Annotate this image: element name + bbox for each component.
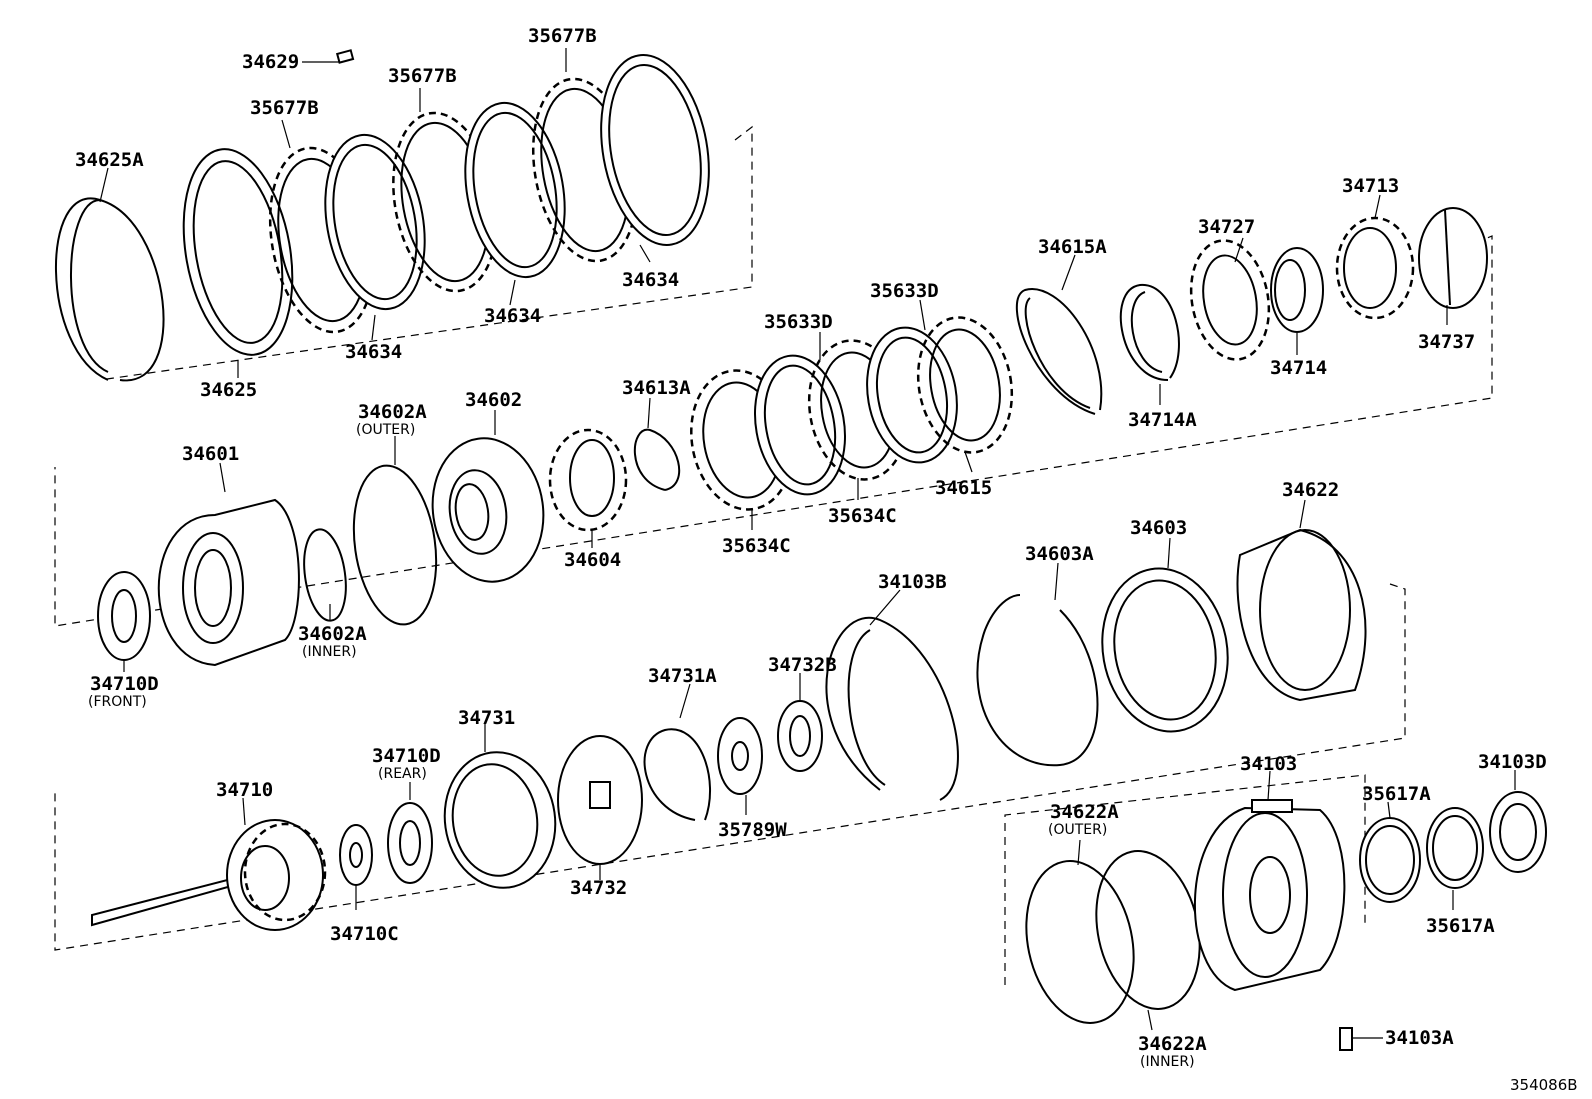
label-34622: 34622 <box>1282 479 1339 501</box>
label-35617A-b: 35617A <box>1426 915 1495 937</box>
diagram-ref: 354086B <box>1510 1076 1578 1094</box>
label-34710C: 34710C <box>330 923 399 945</box>
label-34629: 34629 <box>242 51 299 73</box>
label-34737: 34737 <box>1418 331 1475 353</box>
label-35633D-b: 35633D <box>870 280 939 302</box>
label-34731: 34731 <box>458 707 515 729</box>
label-34604: 34604 <box>564 549 621 571</box>
label-34615: 34615 <box>935 477 992 499</box>
note-34602A-inner: (INNER) <box>302 644 357 660</box>
label-34602: 34602 <box>465 389 522 411</box>
leader-lines <box>99 48 1516 1039</box>
row3-right-parts <box>1025 791 1547 1051</box>
label-34634-b: 34634 <box>484 305 541 327</box>
label-34103: 34103 <box>1240 753 1297 775</box>
part-labels: 34629 35677B 35677B 35677B 34625A 34625 … <box>75 25 1578 1094</box>
label-34710D-front: 34710D <box>90 673 159 695</box>
note-34710D-rear: (REAR) <box>378 766 427 782</box>
label-34601: 34601 <box>182 443 239 465</box>
label-34625A: 34625A <box>75 149 144 171</box>
label-35789W: 35789W <box>718 819 787 841</box>
label-34103D: 34103D <box>1478 751 1547 773</box>
label-34602A-inner: 34602A <box>298 623 367 645</box>
label-34622A-inner: 34622A <box>1138 1033 1207 1055</box>
label-34103A: 34103A <box>1385 1027 1454 1049</box>
label-34615A: 34615A <box>1038 236 1107 258</box>
label-34634-a: 34634 <box>345 341 402 363</box>
label-34710D-rear: 34710D <box>372 745 441 767</box>
label-34731A: 34731A <box>648 665 717 687</box>
label-34710: 34710 <box>216 779 273 801</box>
label-34103B: 34103B <box>878 571 947 593</box>
note-34622A-outer: (OUTER) <box>1048 822 1107 838</box>
label-34727: 34727 <box>1198 216 1255 238</box>
label-35633D-a: 35633D <box>764 311 833 333</box>
label-34613A: 34613A <box>622 377 691 399</box>
note-34710D-front: (FRONT) <box>88 694 147 710</box>
row3-parts <box>91 528 1367 931</box>
label-35677B-c: 35677B <box>528 25 597 47</box>
row2-parts <box>97 316 1014 667</box>
label-34603: 34603 <box>1130 517 1187 539</box>
label-34714: 34714 <box>1270 357 1327 379</box>
note-34602A-outer: (OUTER) <box>356 422 415 438</box>
label-35617A-a: 35617A <box>1362 783 1431 805</box>
label-34622A-outer: 34622A <box>1050 801 1119 823</box>
label-35677B-b: 35677B <box>388 65 457 87</box>
row1-parts <box>55 49 710 382</box>
label-35634C-a: 35634C <box>722 535 791 557</box>
note-34622A-inner: (INNER) <box>1140 1054 1195 1070</box>
label-34634-c: 34634 <box>622 269 679 291</box>
label-34602A-outer: 34602A <box>358 401 427 423</box>
label-35634C-b: 35634C <box>828 505 897 527</box>
row1-right-parts <box>1015 207 1488 415</box>
label-34732: 34732 <box>570 877 627 899</box>
label-34714A: 34714A <box>1128 409 1197 431</box>
label-34713: 34713 <box>1342 175 1399 197</box>
label-35677B-a: 35677B <box>250 97 319 119</box>
label-34732B: 34732B <box>768 654 837 676</box>
label-34625: 34625 <box>200 379 257 401</box>
label-34603A: 34603A <box>1025 543 1094 565</box>
